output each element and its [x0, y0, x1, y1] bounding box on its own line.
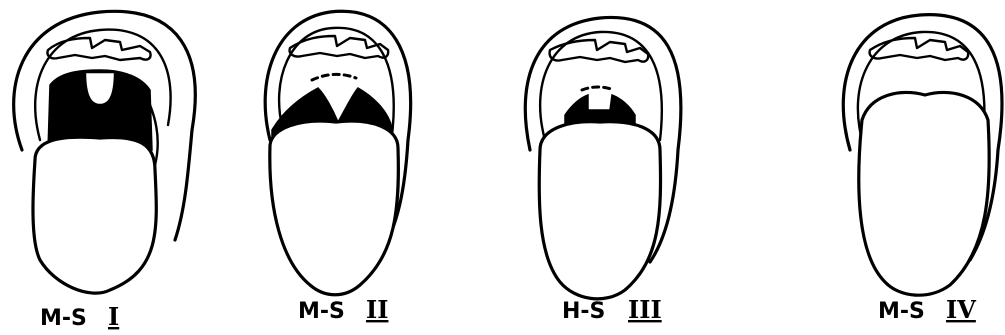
label-numeral: I [108, 302, 119, 331]
upper-teeth [47, 38, 150, 60]
uvula [85, 72, 115, 105]
tongue [270, 121, 399, 295]
label-numeral: II [366, 295, 388, 324]
label-numeral: III [628, 295, 662, 324]
mouth-class-2 [265, 11, 410, 294]
tongue [33, 137, 156, 293]
tongue [859, 92, 989, 295]
label-class-4: M-S IV [878, 295, 976, 324]
label-prefix: H-S [562, 299, 605, 324]
soft-palate-dashed [312, 74, 356, 80]
soft-palate-dashed [582, 87, 614, 90]
tongue [539, 122, 660, 299]
label-prefix: M-S [40, 306, 87, 331]
upper-teeth [550, 40, 649, 62]
label-class-1: M-S I [40, 302, 119, 331]
upper-teeth [870, 38, 969, 60]
label-numeral: IV [946, 295, 976, 324]
mouth-class-1 [14, 11, 196, 293]
mouth-class-4 [843, 15, 1002, 296]
mouth-class-3 [525, 17, 681, 298]
label-prefix: M-S [298, 299, 345, 324]
label-prefix: M-S [878, 299, 925, 324]
label-class-2: M-S II [298, 295, 388, 324]
label-class-3: H-S III [562, 295, 662, 324]
